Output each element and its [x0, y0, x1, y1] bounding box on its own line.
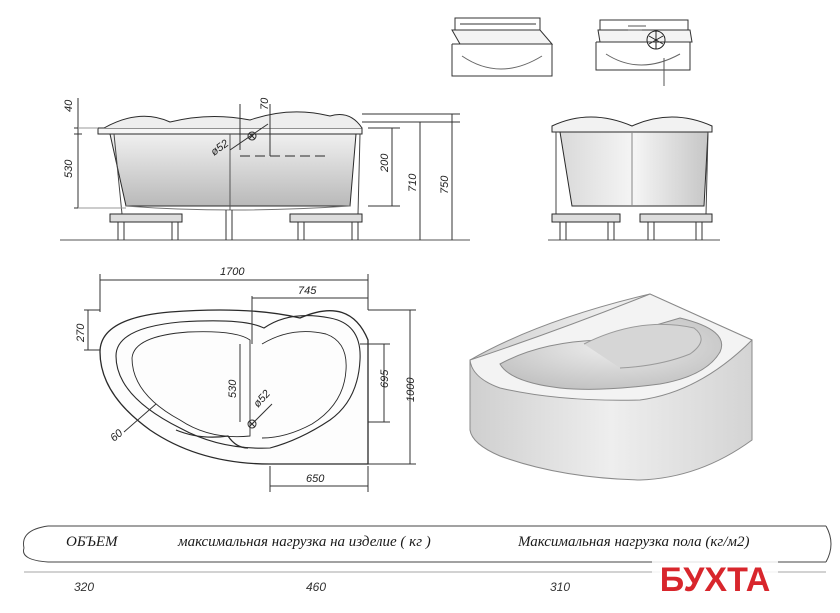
table-value-volume: 320 — [74, 580, 95, 594]
front-elevation-view — [60, 98, 470, 241]
tub-thumbnail-hydromassage — [595, 19, 693, 86]
brand-logo: БУХТА — [652, 552, 778, 602]
plan-view — [84, 274, 416, 492]
dim-plan-1000: 1000 — [405, 377, 417, 402]
dim-plan-60: 60 — [108, 427, 126, 445]
dim-top-40: 40 — [63, 99, 75, 112]
tub-thumbnail-plain — [451, 17, 554, 77]
dim-top-530: 530 — [63, 159, 75, 178]
table-value-max-load: 460 — [306, 580, 327, 594]
dim-plan-1700: 1700 — [220, 266, 245, 278]
table-header-max-load: максимальная нагрузка на изделие ( кг ) — [178, 534, 431, 550]
dim-top-750: 750 — [439, 175, 451, 194]
dim-top-70: 70 — [259, 97, 271, 110]
dim-plan-530: 530 — [227, 379, 239, 398]
table-header-volume: ОБЪЕМ — [66, 534, 118, 550]
table-header-floor-load: Максимальная нагрузка пола (кг/м2) — [518, 534, 750, 550]
dim-top-200: 200 — [379, 153, 391, 173]
side-elevation-view — [548, 116, 720, 241]
dim-top-710: 710 — [407, 173, 419, 192]
brand-logo-text: БУХТА — [660, 561, 771, 599]
dim-plan-650: 650 — [306, 473, 325, 485]
dim-plan-270: 270 — [75, 323, 87, 343]
tub-3d-render — [469, 293, 753, 481]
dim-plan-745: 745 — [298, 285, 317, 297]
dim-plan-695: 695 — [379, 369, 391, 388]
table-value-floor-load: 310 — [550, 580, 571, 594]
